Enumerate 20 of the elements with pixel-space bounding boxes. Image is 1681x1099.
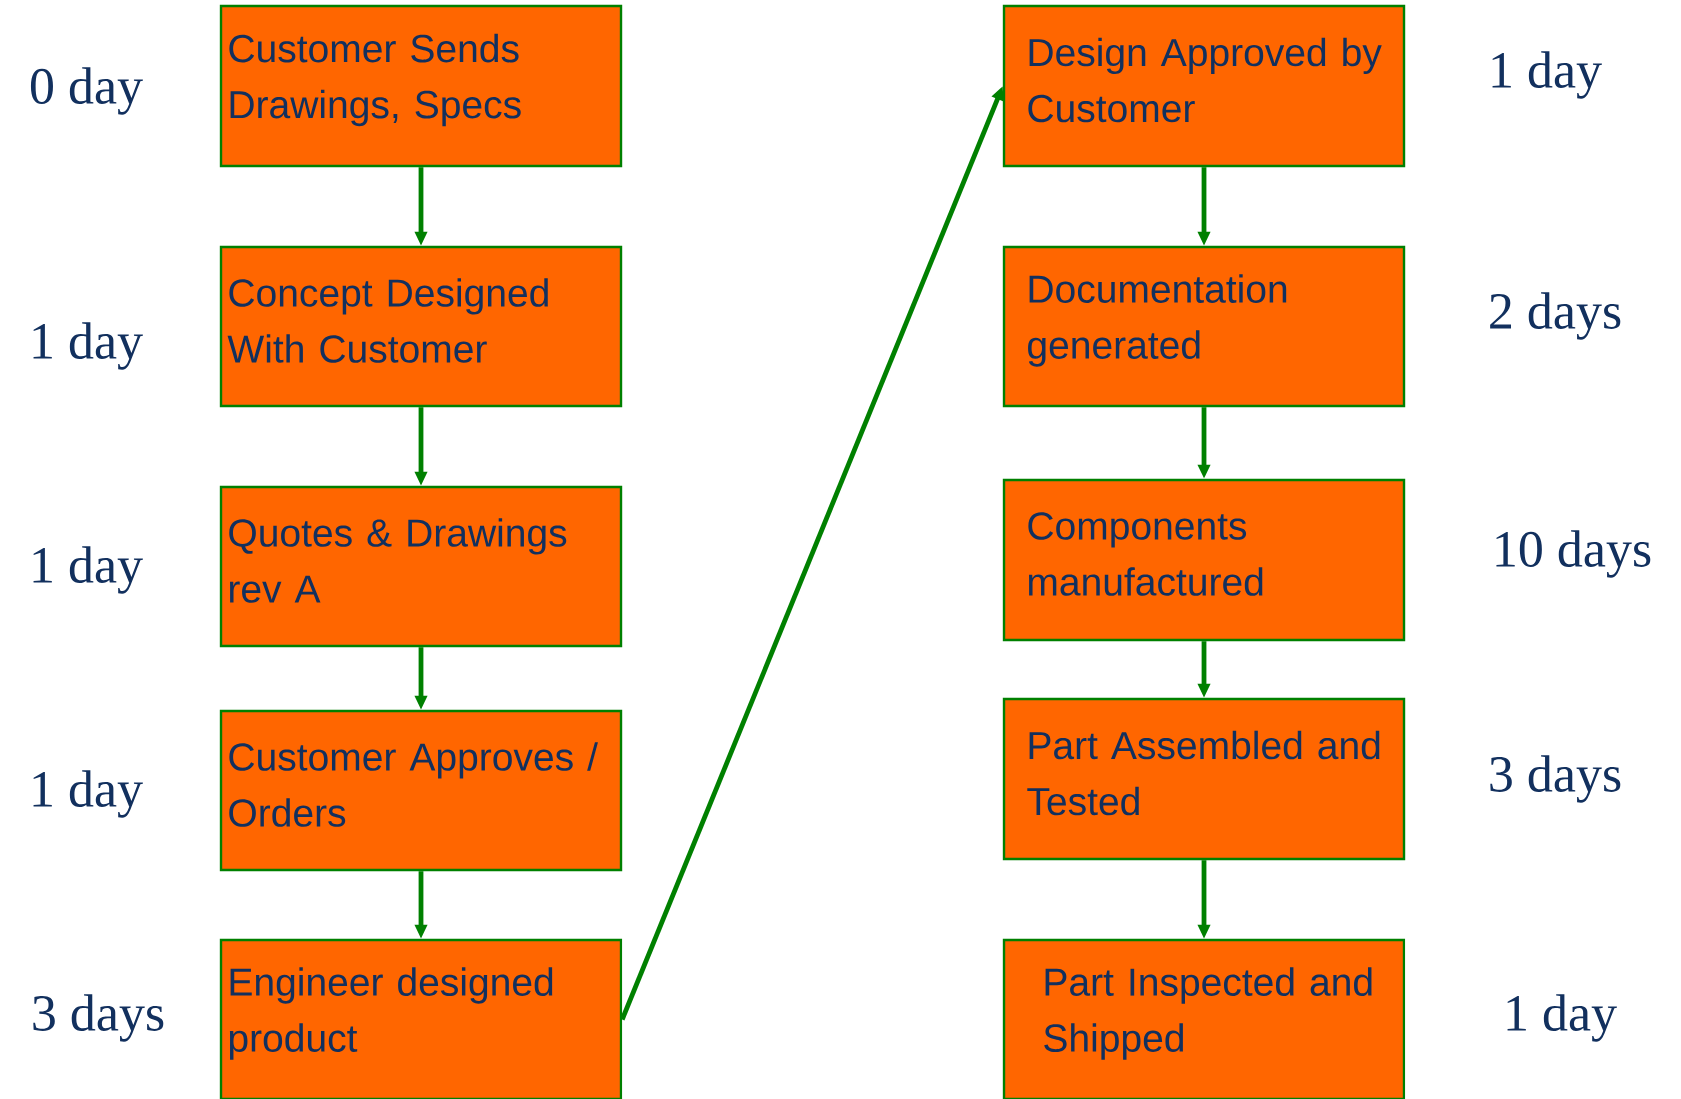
process-box: Part Inspected and Shipped [1002,938,1406,1099]
process-box: Design Approved by Customer [1002,4,1406,168]
process-box: Quotes & Drawings rev A [219,485,623,648]
duration-label: 1 day [33,322,143,370]
duration-label: 3 days [1490,755,1621,803]
process-box: Concept Designed With Customer [219,245,623,408]
process-box: Components manufactured [1002,478,1406,642]
duration-label: 1 day [1507,994,1617,1042]
duration-label: 1 day [33,546,143,594]
duration-label: 2 days [1490,292,1621,340]
duration-label: 3 days [33,994,164,1042]
process-box: Documentation generated [1002,245,1406,408]
process-box: Part Assembled and Tested [1002,697,1406,861]
duration-label: 10 days [1496,530,1651,578]
process-box: Engineer designed product [219,938,623,1099]
process-box: Customer Sends Drawings, Specs [219,4,623,168]
duration-label: 1 day [1492,51,1602,99]
process-box: Customer Approves / Orders [219,709,623,872]
duration-label: 0 day [30,67,143,115]
duration-label: 1 day [33,770,143,818]
